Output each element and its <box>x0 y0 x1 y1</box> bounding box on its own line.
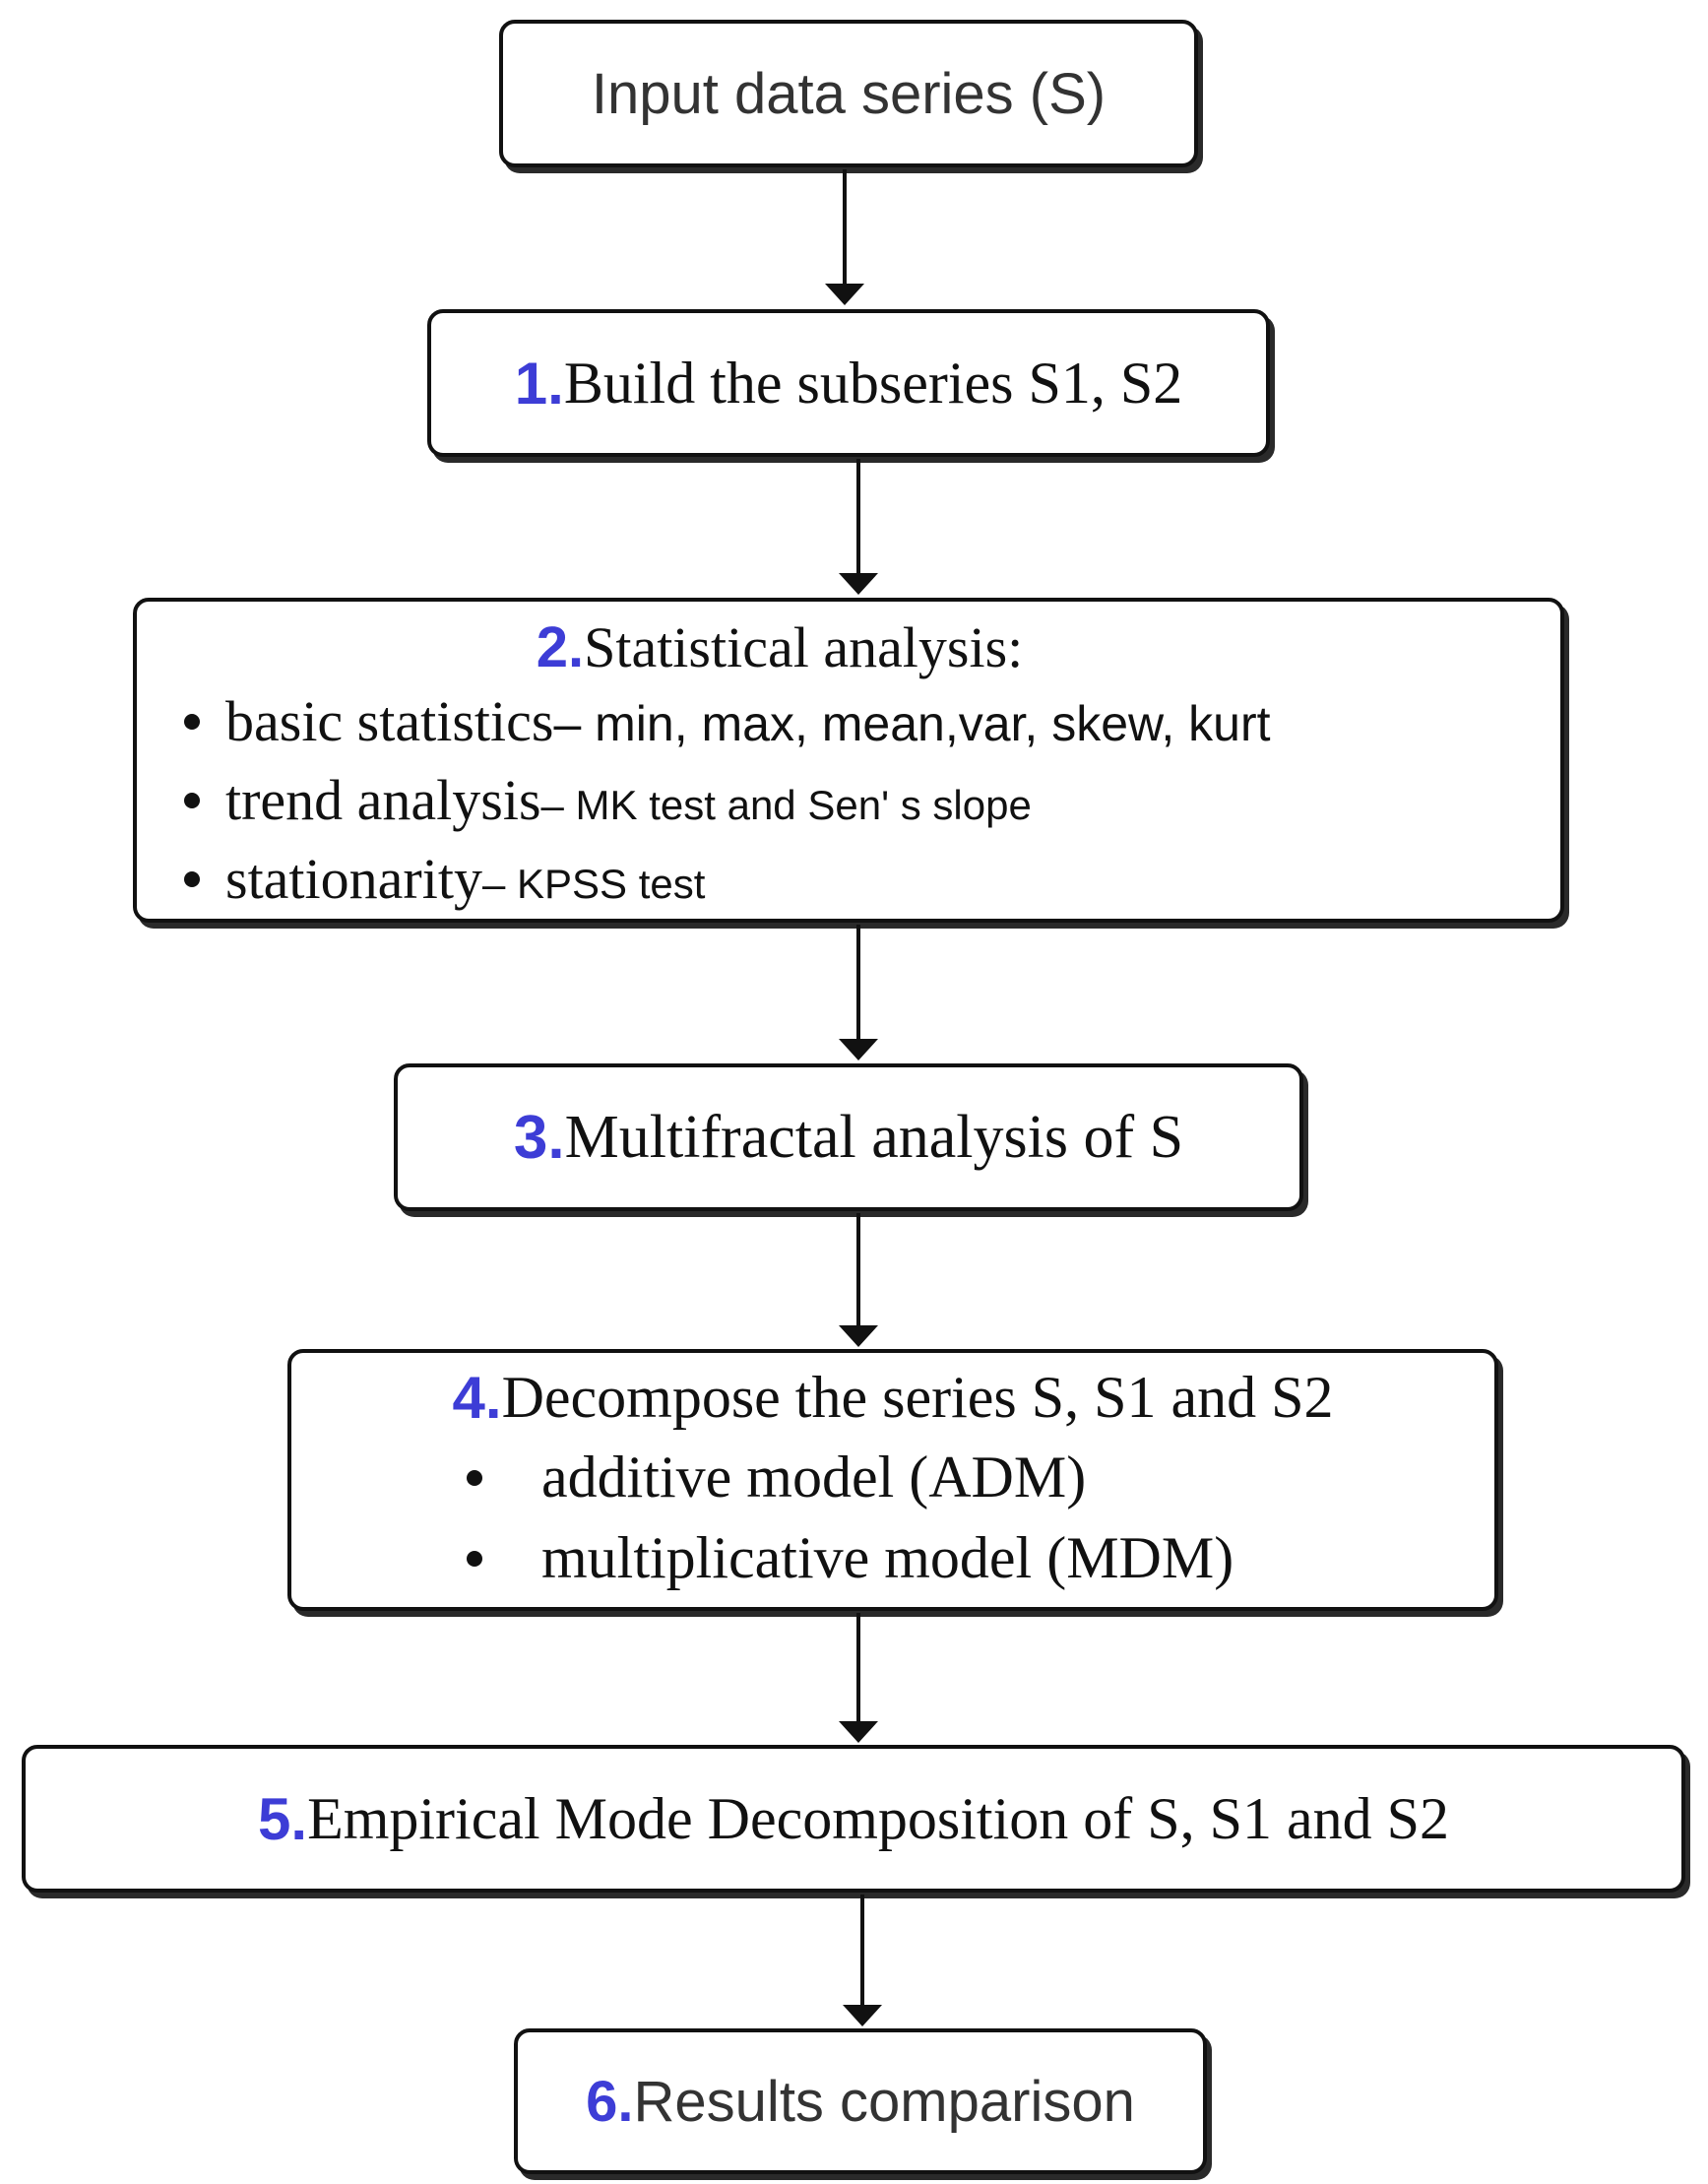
step-5-box: 5. Empirical Mode Decomposition of S, S1… <box>22 1745 1685 1893</box>
step-2-number: 2. <box>536 614 585 679</box>
step-1-label: Build the subseries S1, S2 <box>563 350 1183 416</box>
step-6-number: 6. <box>586 2069 634 2134</box>
step-3-box: 3. Multifractal analysis of S <box>394 1063 1303 1211</box>
step-2-label: Statistical analysis: <box>584 614 1024 679</box>
step-5-label: Empirical Mode Decomposition of S, S1 an… <box>307 1785 1449 1851</box>
step-5-number: 5. <box>258 1785 308 1852</box>
input-label: Input data series (S) <box>591 61 1107 126</box>
stat-item-trend: trend analysis – MK test and Sen' s slop… <box>184 767 1032 833</box>
step-4-number: 4. <box>452 1364 502 1431</box>
decompose-item-additive: additive model (ADM) <box>467 1444 1086 1511</box>
step-1-box: 1. Build the subseries S1, S2 <box>427 309 1270 457</box>
step-2-box: 2. Statistical analysis: basic statistic… <box>133 598 1564 923</box>
arrow-2-3 <box>839 925 878 1060</box>
step-3-label: Multifractal analysis of S <box>564 1103 1184 1171</box>
arrow-3-4 <box>839 1213 878 1347</box>
bullet-dot <box>467 1469 482 1486</box>
step-1-number: 1. <box>514 350 564 417</box>
arrow-4-5 <box>839 1613 878 1743</box>
bullet-dot <box>184 713 200 730</box>
step-4-box: 4. Decompose the series S, S1 and S2 add… <box>287 1349 1498 1611</box>
bullet-dot <box>184 870 200 887</box>
decompose-item-multiplicative: multiplicative model (MDM) <box>467 1524 1234 1592</box>
input-box: Input data series (S) <box>499 20 1198 167</box>
stat-item-stationarity: stationarity – KPSS test <box>184 846 705 912</box>
arrow-5-6 <box>843 1895 882 2026</box>
arrow-0-1 <box>825 169 864 305</box>
bullet-dot <box>184 792 200 808</box>
step-4-label: Decompose the series S, S1 and S2 <box>501 1364 1334 1430</box>
arrow-1-2 <box>839 459 878 595</box>
bullet-dot <box>467 1550 482 1567</box>
step-6-box: 6. Results comparison <box>514 2028 1207 2174</box>
step-3-number: 3. <box>513 1103 565 1172</box>
step-6-label: Results comparison <box>633 2069 1135 2134</box>
stat-item-basic: basic statistics – min, max, mean,var, s… <box>184 688 1270 754</box>
